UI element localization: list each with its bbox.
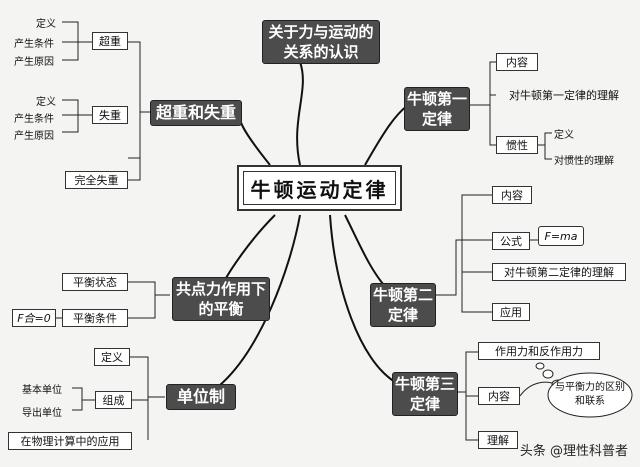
node-third-law-understanding-label: 理解	[487, 434, 509, 447]
weightless-condition: 产生条件	[14, 110, 74, 125]
topic-second-law: 牛顿第二定律	[370, 283, 436, 327]
node-action-reaction: 作用力和反作用力	[478, 342, 600, 360]
node-net-force-formula: F合=0	[12, 309, 56, 327]
node-third-law-content-label: 内容	[488, 390, 510, 403]
node-second-law-understanding: 对牛顿第二定律的理解	[492, 263, 626, 281]
inertia-definition: 定义	[554, 126, 594, 141]
topic-force-motion-label: 关于力与运动的关系的认识	[268, 23, 374, 61]
topic-third-law: 牛顿第三定律	[392, 372, 458, 416]
node-second-law-formula: 公式	[492, 232, 530, 250]
node-units-application: 在物理计算中的应用	[8, 432, 132, 450]
node-action-reaction-label: 作用力和反作用力	[495, 345, 583, 358]
node-overweight: 超重	[92, 32, 128, 50]
topic-force-motion: 关于力与运动的关系的认识	[262, 20, 380, 64]
topic-overweight-label: 超重和失重	[155, 103, 236, 122]
overweight-cause: 产生原因	[14, 53, 74, 68]
node-comparison-balanced-force: 与平衡力的区别和联系	[554, 378, 626, 412]
node-comparison-label: 与平衡力的区别和联系	[555, 382, 625, 407]
node-complete-label: 完全失重	[74, 174, 119, 187]
node-units-application-label: 在物理计算中的应用	[20, 435, 120, 448]
topic-first-law-label: 牛顿第一定律	[406, 90, 467, 128]
node-first-law-understanding: 对牛顿第一定律的理解	[496, 86, 632, 104]
node-equilibrium-condition-label: 平衡条件	[73, 312, 117, 325]
topic-units-label: 单位制	[176, 387, 225, 406]
node-units-definition: 定义	[94, 348, 130, 366]
center-topic: 牛顿运动定律	[237, 165, 402, 211]
node-second-law-formula-label: 公式	[500, 235, 522, 248]
weightless-definition: 定义	[36, 93, 76, 108]
formula-f-ma: F=ma	[538, 226, 584, 246]
leaf-text: 定义	[36, 96, 56, 108]
leaf-text: 导出单位	[22, 407, 62, 419]
node-first-law-content: 内容	[496, 53, 538, 71]
branch-top	[296, 61, 304, 166]
node-second-law-understanding-label: 对牛顿第二定律的理解	[504, 266, 614, 279]
node-overweight-label: 超重	[99, 35, 121, 48]
leaf-text: 产生条件	[14, 113, 54, 125]
node-equilibrium-state-label: 平衡状态	[73, 276, 117, 289]
topic-units: 单位制	[166, 384, 236, 410]
node-second-law-content: 内容	[492, 186, 532, 204]
leaf-text: 定义	[554, 129, 574, 141]
leaf-text: 定义	[36, 18, 56, 30]
base-units: 基本单位	[22, 381, 74, 396]
topic-second-law-label: 牛顿第二定律	[372, 286, 433, 324]
branch-third-law	[329, 214, 396, 383]
node-third-law-content: 内容	[478, 387, 520, 405]
node-equilibrium-condition: 平衡条件	[62, 309, 128, 327]
topic-equilibrium-label: 共点力作用下的平衡	[175, 280, 266, 318]
branch-first-law	[364, 104, 409, 166]
topic-first-law: 牛顿第一定律	[404, 87, 470, 131]
node-third-law-understanding: 理解	[478, 431, 518, 449]
center-label: 牛顿运动定律	[250, 177, 389, 202]
derived-units: 导出单位	[22, 404, 74, 419]
node-second-law-application-label: 应用	[500, 306, 522, 319]
leaf-text: 产生条件	[14, 38, 54, 50]
formula-f-ma-text: F=ma	[544, 229, 578, 243]
topic-equilibrium: 共点力作用下的平衡	[172, 277, 270, 321]
leaf-text: 产生原因	[14, 56, 54, 68]
topic-third-law-label: 牛顿第三定律	[394, 375, 455, 413]
node-inertia: 惯性	[496, 136, 538, 154]
branch-units	[219, 214, 301, 386]
node-units-composition-label: 组成	[102, 394, 125, 407]
node-first-law-content-label: 内容	[506, 56, 528, 69]
leaf-text: 对惯性的理解	[554, 155, 614, 167]
inertia-understanding: 对惯性的理解	[554, 152, 634, 167]
node-complete-weightless: 完全失重	[65, 171, 128, 189]
net-force-formula-text: F合=0	[17, 312, 51, 325]
branch-equilibrium	[221, 214, 276, 286]
leaf-text: 产生原因	[14, 130, 54, 142]
node-second-law-application: 应用	[492, 303, 530, 321]
branch-second-law	[344, 214, 389, 291]
node-weightless: 失重	[92, 106, 128, 124]
node-first-law-understanding-label: 对牛顿第一定律的理解	[509, 89, 619, 102]
comparison-cloud	[547, 372, 633, 418]
node-units-composition: 组成	[95, 391, 132, 409]
topic-overweight-weightless: 超重和失重	[150, 100, 242, 126]
node-weightless-label: 失重	[99, 109, 121, 122]
watermark-text: 头条 @理性科普者	[519, 444, 628, 459]
leaf-text: 基本单位	[22, 384, 62, 396]
watermark: 头条 @理性科普者	[520, 440, 628, 459]
overweight-definition: 定义	[36, 15, 76, 30]
node-inertia-label: 惯性	[506, 139, 528, 152]
branch-overweight	[239, 117, 271, 166]
node-second-law-content-label: 内容	[501, 189, 523, 202]
node-units-definition-label: 定义	[101, 351, 123, 364]
node-equilibrium-state: 平衡状态	[62, 273, 128, 291]
overweight-condition: 产生条件	[14, 35, 74, 50]
weightless-cause: 产生原因	[14, 127, 74, 142]
